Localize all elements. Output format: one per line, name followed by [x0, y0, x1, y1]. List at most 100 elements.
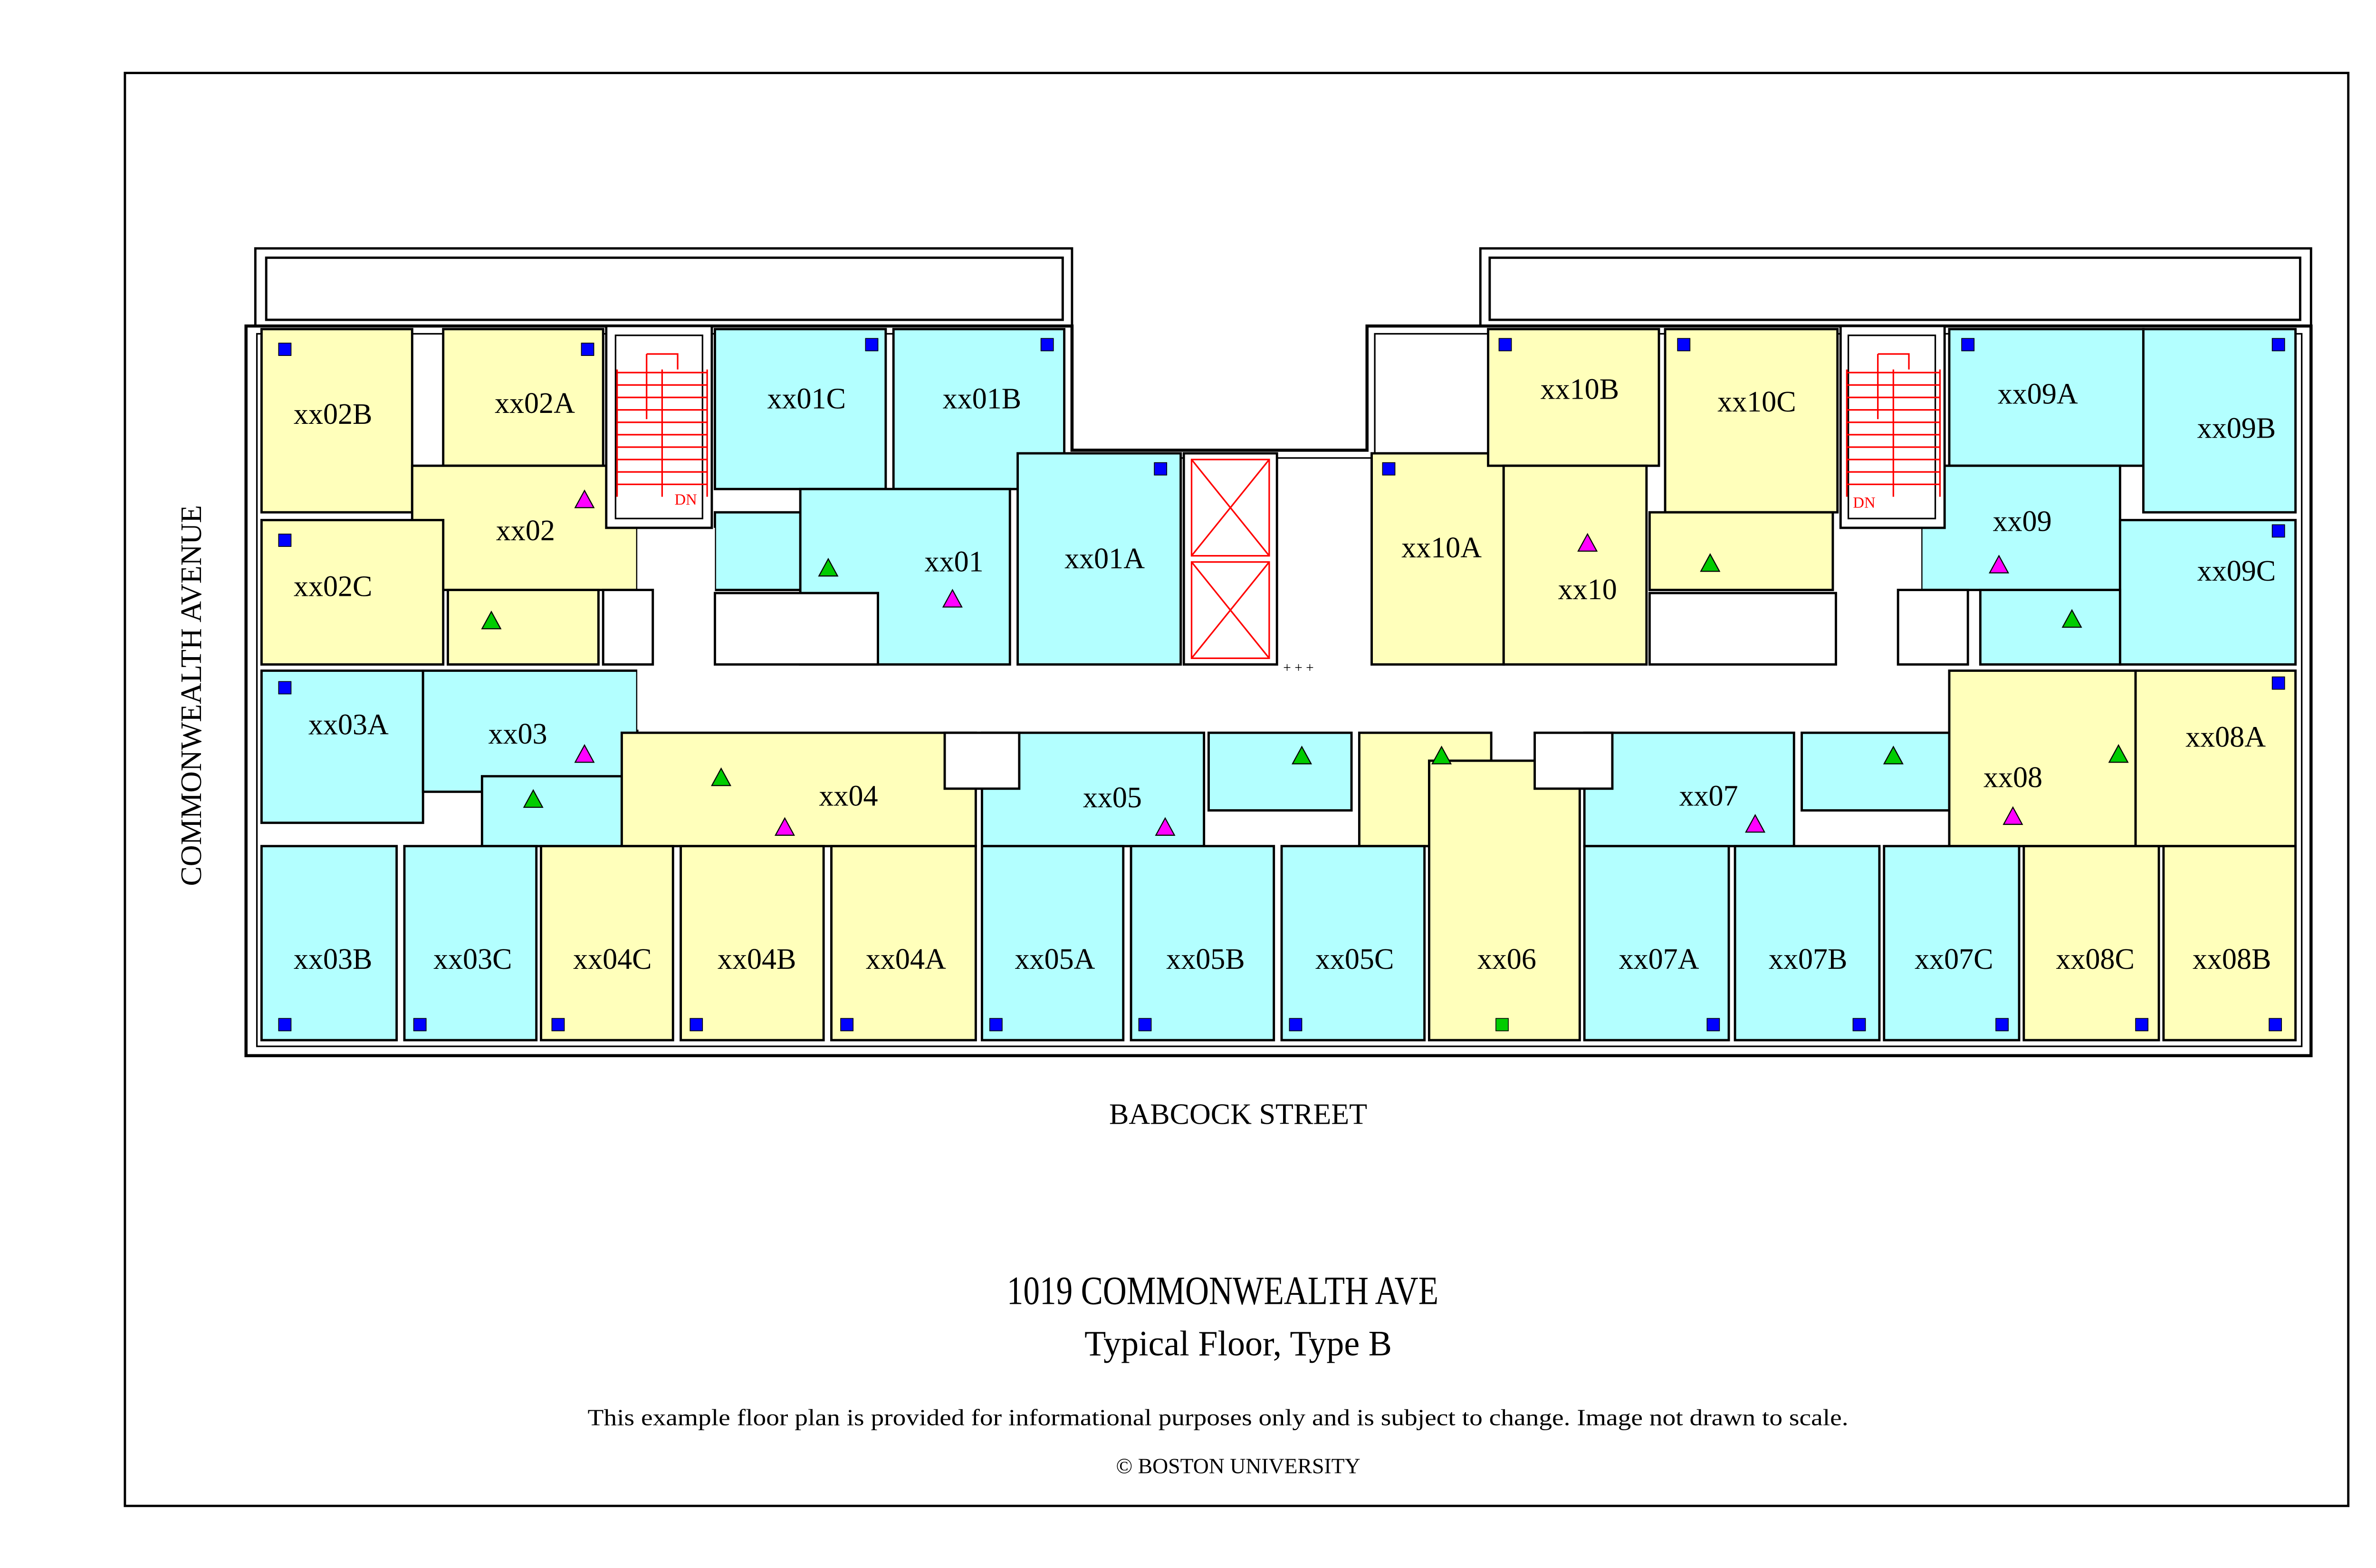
bath-kitchen — [1207, 731, 1353, 812]
room-xx03: xx03 — [422, 669, 639, 793]
bedroom-marker-icon — [1040, 338, 1054, 352]
room-area — [1583, 845, 1730, 1042]
room-label: xx09A — [1998, 378, 2078, 411]
room-label: xx09C — [2197, 555, 2276, 587]
kitchen-marker-icon — [1883, 746, 1904, 765]
room-label: xx05C — [1315, 943, 1394, 975]
kitchen-marker-icon — [710, 767, 732, 786]
room-area — [1734, 845, 1881, 1042]
closet — [602, 589, 654, 666]
room-label: xx01A — [1064, 543, 1145, 575]
room-xx07B: xx07B — [1734, 845, 1881, 1042]
survey-marks: + + + — [1283, 660, 1313, 676]
bedroom-marker-icon — [989, 1018, 1003, 1032]
special-marker-icon — [1495, 1018, 1509, 1032]
room-area — [1207, 731, 1353, 812]
bath-kitchen — [1801, 731, 1951, 812]
room-xx01B: xx01B — [892, 328, 1066, 490]
room-area — [1948, 328, 2145, 467]
room-area — [620, 731, 977, 848]
living-room-marker-icon — [1745, 813, 1766, 833]
room-area — [1664, 328, 1839, 514]
bedroom-marker-icon — [278, 681, 292, 695]
room-label: xx02A — [495, 387, 575, 420]
kitchen-marker-icon — [818, 557, 839, 577]
room-area — [1370, 452, 1505, 666]
room-area — [1948, 669, 2137, 848]
room-area — [680, 845, 825, 1042]
corridor — [637, 667, 1926, 730]
bedroom-marker-icon — [551, 1018, 565, 1032]
kitchen-marker-icon — [523, 789, 544, 808]
room-area — [1979, 589, 2121, 666]
room-area — [830, 845, 977, 1042]
living-room-marker-icon — [774, 817, 795, 836]
bedroom-marker-icon — [278, 343, 292, 356]
room-area — [260, 519, 445, 666]
stair-down-label: DN — [1853, 494, 1875, 511]
room-label: xx03A — [308, 708, 389, 741]
room-label: xx10A — [1401, 532, 1482, 564]
room-label: xx05B — [1166, 943, 1245, 975]
bedroom-marker-icon — [1382, 462, 1396, 476]
bedroom-marker-icon — [1498, 338, 1512, 352]
stair-down-label: DN — [675, 491, 697, 508]
room-label: xx08C — [2056, 943, 2135, 975]
room-label: xx01B — [943, 382, 1022, 415]
room-xx08C: xx08C — [2022, 845, 2160, 1042]
bath-kitchen — [1979, 589, 2121, 666]
room-label: xx01C — [767, 382, 846, 415]
bedroom-marker-icon — [2135, 1018, 2149, 1032]
room-label: xx07A — [1619, 943, 1699, 975]
room-xx08A: xx08A — [2134, 669, 2297, 848]
room-xx05C: xx05C — [1280, 845, 1426, 1042]
room-area — [1016, 452, 1182, 666]
room-area — [403, 845, 538, 1042]
room-area — [260, 669, 424, 824]
bath-kitchen — [447, 589, 600, 666]
room-xx02A: xx02A — [442, 328, 604, 467]
bedroom-marker-icon — [278, 534, 292, 547]
room-area — [2162, 845, 2297, 1042]
bedroom-marker-icon — [1677, 338, 1691, 352]
room-label: xx06 — [1477, 943, 1536, 975]
stair-right: DN — [1839, 325, 1946, 529]
room-label: xx10 — [1558, 574, 1617, 606]
room-label: xx04 — [819, 780, 878, 813]
room-xx04A: xx04A — [830, 845, 977, 1042]
bedroom-marker-icon — [1995, 1018, 2009, 1032]
bedroom-marker-icon — [278, 1018, 292, 1032]
room-label: xx05 — [1083, 782, 1142, 814]
stair-left: DN — [605, 325, 713, 529]
room-xx10: xx10 — [1502, 464, 1648, 666]
room-area — [540, 845, 674, 1042]
living-room-marker-icon — [1155, 817, 1176, 836]
room-label: xx04A — [866, 943, 946, 975]
room-xx01C: xx01C — [714, 328, 887, 490]
living-room-marker-icon — [1989, 555, 2010, 574]
room-xx08B: xx08B — [2162, 845, 2297, 1042]
kitchen-marker-icon — [2061, 609, 2082, 628]
room-xx02C: xx02C — [260, 519, 445, 666]
room-xx04C: xx04C — [540, 845, 674, 1042]
markers-layer — [278, 338, 2285, 1032]
room-area — [1883, 845, 2021, 1042]
room-area — [1130, 845, 1275, 1042]
living-room-marker-icon — [2002, 806, 2023, 825]
room-xx07C: xx07C — [1883, 845, 2021, 1042]
room-label: xx09B — [2197, 412, 2276, 444]
room-area — [1428, 759, 1581, 1042]
room-xx03B: xx03B — [260, 845, 398, 1042]
living-room-marker-icon — [942, 589, 963, 608]
page-frame — [124, 72, 2350, 1507]
room-label: xx03C — [433, 943, 512, 975]
room-xx10C: xx10C — [1664, 328, 1839, 514]
stair-treads — [616, 353, 708, 497]
room-label: xx04C — [573, 943, 652, 975]
disclaimer: This example floor plan is provided for … — [588, 1404, 1849, 1430]
room-label: xx07 — [1679, 780, 1738, 813]
elevator — [1182, 452, 1278, 666]
building-title: 1019 COMMONWEALTH AVE — [1007, 1269, 1438, 1313]
room-area — [1502, 464, 1648, 666]
